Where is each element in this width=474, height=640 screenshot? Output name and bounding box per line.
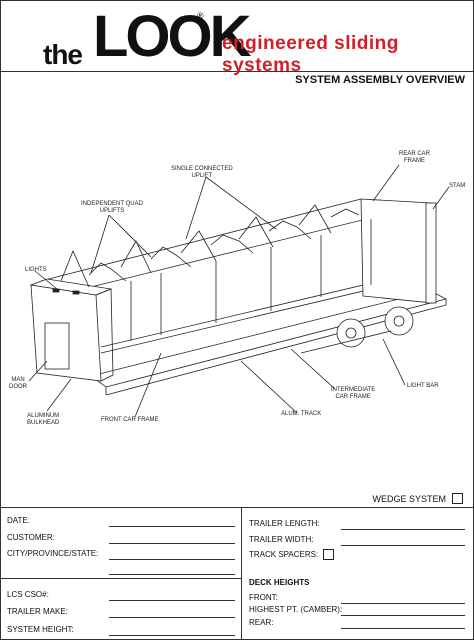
field-lcs-cso: LCS CSO#: xyxy=(7,590,49,599)
leader-line xyxy=(34,270,58,290)
leader-line xyxy=(134,352,162,418)
logo-the: the xyxy=(43,39,83,70)
trailer-width-input[interactable] xyxy=(341,545,465,546)
label-independent-quad-uplifts: INDEPENDENT QUAD UPLIFTS xyxy=(81,201,143,214)
wedge-system-label: WEDGE SYSTEM xyxy=(372,493,446,504)
extra-input[interactable] xyxy=(109,574,235,575)
uplift-bow xyxy=(60,249,90,288)
uplift-bow xyxy=(298,204,332,234)
label-front-car-frame: FRONT CAR FRAME xyxy=(101,417,159,423)
field-trailer-width: TRAILER WIDTH: xyxy=(249,535,314,544)
label-intermediate-car-frame: INTERMEDIATE CAR FRAME xyxy=(331,387,376,400)
deck-highest-input[interactable] xyxy=(341,615,465,616)
label-rear-car-frame: REAR CAR FRAME xyxy=(399,151,431,164)
track-spacers-checkbox[interactable] xyxy=(323,549,334,560)
bulkhead-side xyxy=(110,288,114,376)
logo-registered-mark: ® xyxy=(197,11,204,21)
wheel xyxy=(345,327,357,339)
wedge-system-checkbox[interactable] xyxy=(452,493,463,504)
field-city: CITY/PROVINCE/STATE: xyxy=(7,549,99,558)
column-divider xyxy=(241,508,242,640)
field-system-height: SYSTEM HEIGHT: xyxy=(7,625,74,634)
deck-heights-title: DECK HEIGHTS xyxy=(249,578,310,587)
trailer-length-input[interactable] xyxy=(341,529,465,530)
uplift-bow xyxy=(180,230,217,262)
info-form: DATE: CUSTOMER: CITY/PROVINCE/STATE: LCS… xyxy=(1,507,473,640)
leader-line xyxy=(372,164,400,202)
logo-look: LOOK xyxy=(93,4,252,69)
bulkhead-side xyxy=(100,374,114,382)
field-deck-rear: REAR: xyxy=(249,618,274,627)
system-height-input[interactable] xyxy=(109,635,235,636)
tagline: engineered sliding systems xyxy=(222,33,399,76)
label-man-door: MAN DOOR xyxy=(9,377,27,390)
label-stam: STAM xyxy=(449,183,466,189)
leader-line xyxy=(46,378,72,412)
rear-car-frame xyxy=(360,198,434,304)
field-deck-front: FRONT: xyxy=(249,593,278,602)
date-input[interactable] xyxy=(109,526,235,527)
field-trailer-length: TRAILER LENGTH: xyxy=(249,519,320,528)
leader-line xyxy=(90,214,110,274)
light xyxy=(52,288,60,293)
uplift-bow xyxy=(330,208,360,218)
uplift-bow xyxy=(150,246,192,268)
leader-line xyxy=(290,348,336,390)
stam xyxy=(425,202,437,304)
leader-line xyxy=(28,360,48,382)
wedge-system: WEDGE SYSTEM xyxy=(372,493,463,504)
field-trailer-make: TRAILER MAKE: xyxy=(7,607,68,616)
row-divider xyxy=(1,578,241,579)
light-bar xyxy=(300,330,392,354)
label-single-connected-uplift: SINGLE CONNECTED UPLIFT xyxy=(171,166,233,179)
man-door xyxy=(44,322,70,370)
top-rail xyxy=(40,198,362,282)
label-lights: LIGHTS xyxy=(25,267,47,273)
assembly-diagram xyxy=(28,164,450,418)
leader-line xyxy=(185,176,207,240)
deck-rear-input[interactable] xyxy=(341,628,465,629)
page-title: SYSTEM ASSEMBLY OVERVIEW xyxy=(295,74,465,86)
wheel xyxy=(393,315,405,327)
uplift-bow xyxy=(210,234,254,254)
city-input[interactable] xyxy=(109,559,235,560)
bulkhead-side xyxy=(95,288,112,296)
label-alum-track: ALUM. TRACK xyxy=(281,411,322,417)
field-deck-highest: HIGHEST PT. (CAMBER): xyxy=(249,605,343,614)
leader-line xyxy=(432,186,450,210)
label-light-bar: LIGHT BAR xyxy=(407,383,439,389)
uplift-bow xyxy=(88,262,127,282)
field-customer: CUSTOMER: xyxy=(7,533,55,542)
uplift-bow xyxy=(268,220,312,240)
leader-line xyxy=(382,338,406,386)
lcs-cso-input[interactable] xyxy=(109,600,235,601)
leader-line xyxy=(108,214,152,258)
uplift-bow xyxy=(120,240,152,274)
uplift-bow xyxy=(238,216,274,248)
header: the LOOK ® engineered sliding systems xyxy=(1,1,473,76)
field-date: DATE: xyxy=(7,516,30,525)
label-aluminum-bulkhead: ALUMINUM BULKHEAD xyxy=(27,413,60,426)
field-track-spacers: TRACK SPACERS: xyxy=(249,550,319,559)
leader-line xyxy=(240,360,298,414)
customer-input[interactable] xyxy=(109,543,235,544)
trailer-make-input[interactable] xyxy=(109,617,235,618)
deck-front-input[interactable] xyxy=(341,603,465,604)
light xyxy=(72,290,80,295)
leader-line xyxy=(205,176,277,230)
trailer-deck xyxy=(90,290,448,388)
